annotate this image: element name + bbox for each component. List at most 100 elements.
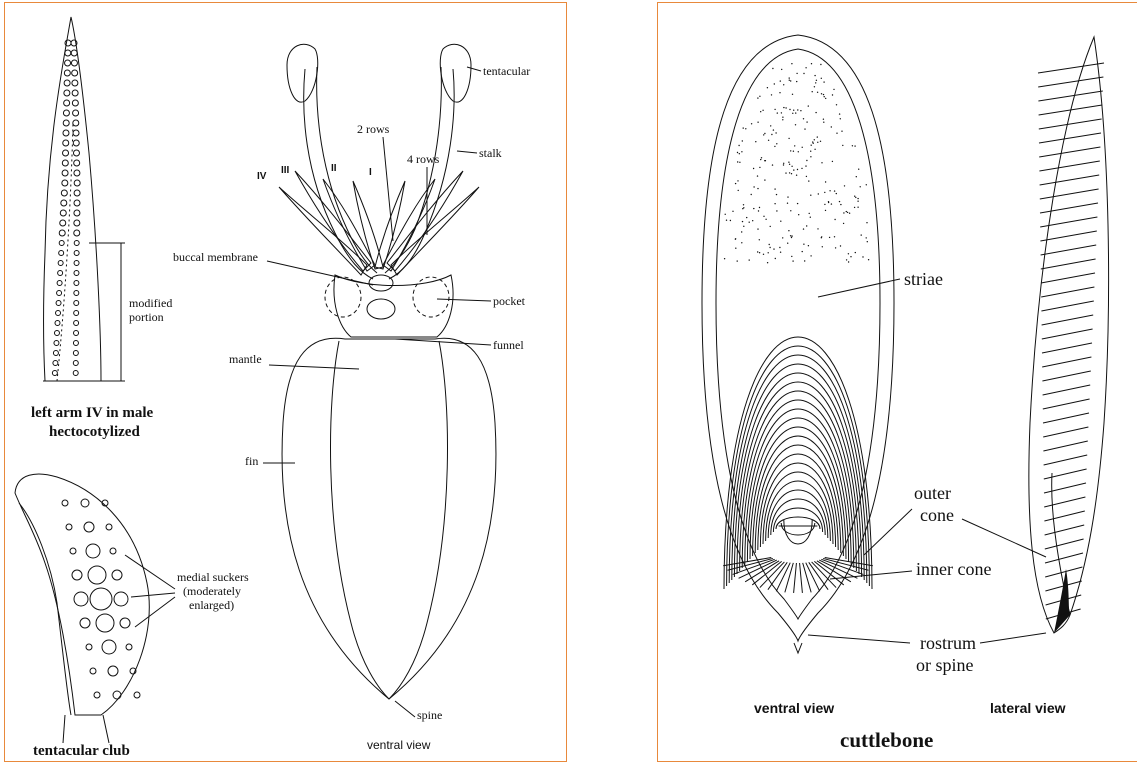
stipple-dot	[760, 111, 761, 112]
stipple-dot	[789, 80, 790, 81]
sucker	[73, 130, 79, 136]
stipple-dot	[835, 247, 836, 248]
stipple-dot	[816, 80, 817, 81]
radial-line	[785, 563, 793, 593]
spine-pointer	[395, 701, 415, 717]
stipple-dot	[823, 81, 824, 82]
stipple-dot	[811, 63, 812, 64]
stipple-dot	[860, 186, 861, 187]
stipple-dot	[753, 168, 754, 169]
club-sucker	[72, 570, 82, 580]
stipple-dot	[823, 122, 824, 123]
sucker	[73, 361, 78, 366]
stipple-dot	[783, 164, 784, 165]
stipple-dot	[757, 188, 758, 189]
stipple-dot	[769, 244, 770, 245]
sucker	[54, 341, 59, 346]
stipple-dot	[861, 234, 862, 235]
hatch-line	[1041, 245, 1097, 255]
hatch-line	[1045, 553, 1083, 563]
stipple-dot	[839, 113, 840, 114]
stipple-dot	[759, 96, 760, 97]
stipple-dot	[782, 117, 783, 118]
club-sucker	[80, 618, 90, 628]
sucker	[59, 251, 64, 256]
sucker	[74, 180, 80, 186]
stipple-dot	[757, 228, 758, 229]
pocket-label: pocket	[493, 294, 526, 308]
stipple-dot	[757, 97, 758, 98]
stipple-dot	[780, 221, 781, 222]
stipple-dot	[834, 219, 835, 220]
stipple-dot	[763, 134, 764, 135]
sucker	[73, 341, 78, 346]
hatch-line	[1039, 133, 1101, 143]
stipple-dot	[724, 258, 725, 259]
stipple-dot	[866, 237, 867, 238]
stipple-dot	[866, 184, 867, 185]
stipple-dot	[774, 203, 775, 204]
stipple-dot	[788, 162, 789, 163]
sucker	[73, 351, 78, 356]
sucker	[56, 301, 61, 306]
outer-cone-pointer-right	[962, 519, 1046, 557]
stipple-dot	[806, 121, 807, 122]
hatch-line	[1043, 385, 1091, 395]
club-sucker	[96, 614, 114, 632]
stipple-dot	[783, 163, 784, 164]
stipple-dot	[759, 207, 760, 208]
sucker	[74, 331, 79, 336]
four-rows-label: 4 rows	[407, 152, 440, 166]
stipple-dot	[805, 165, 806, 166]
club-sucker	[88, 566, 106, 584]
stipple-dot	[730, 220, 731, 221]
stipple-dot	[759, 167, 760, 168]
stipple-dot	[764, 179, 765, 180]
stipple-dot	[856, 176, 857, 177]
stipple-dot	[753, 186, 754, 187]
club-sucker	[86, 644, 92, 650]
stipple-dot	[787, 203, 788, 204]
stipple-dot	[836, 133, 837, 134]
striae-label: striae	[904, 269, 943, 289]
stipple-dot	[825, 210, 826, 211]
stipple-dot	[834, 190, 835, 191]
club-sucker	[62, 500, 68, 506]
club-sucker	[102, 640, 116, 654]
sucker	[64, 100, 70, 106]
cuttlefish-anatomy-figure: modified portion left arm IV in male hec…	[5, 3, 567, 762]
sucker	[59, 230, 65, 236]
stipple-dot	[735, 239, 736, 240]
stipple-dot	[829, 237, 830, 238]
hatch-line	[1043, 413, 1089, 423]
sucker	[65, 60, 71, 66]
stipple-dot	[737, 180, 738, 181]
radial-lines	[723, 558, 873, 593]
stipple-dot	[825, 181, 826, 182]
hatch-line	[1039, 161, 1099, 171]
sucker	[63, 120, 69, 126]
stipple-dot	[817, 92, 818, 93]
sucker	[72, 70, 78, 76]
hatch-line	[1040, 189, 1099, 199]
stipple-dot	[847, 212, 848, 213]
stipple-dot	[803, 118, 804, 119]
sucker	[54, 331, 59, 336]
stipple-dot	[792, 94, 793, 95]
stipple-dot	[789, 77, 790, 78]
stipple-dot	[868, 259, 869, 260]
tentacular-label: tentacular	[483, 64, 530, 78]
stipple-dot	[796, 81, 797, 82]
club-sucker	[74, 592, 88, 606]
sucker	[74, 220, 80, 226]
sucker	[63, 130, 69, 136]
hatch-line	[1044, 455, 1088, 465]
funnel-label: funnel	[493, 338, 524, 352]
stria	[784, 520, 812, 544]
club-sucker	[106, 524, 112, 530]
stipple-dot	[842, 145, 843, 146]
stria	[742, 400, 854, 568]
club-sucker	[114, 592, 128, 606]
hatch-line	[1041, 259, 1096, 269]
stipple-dot	[817, 136, 818, 137]
